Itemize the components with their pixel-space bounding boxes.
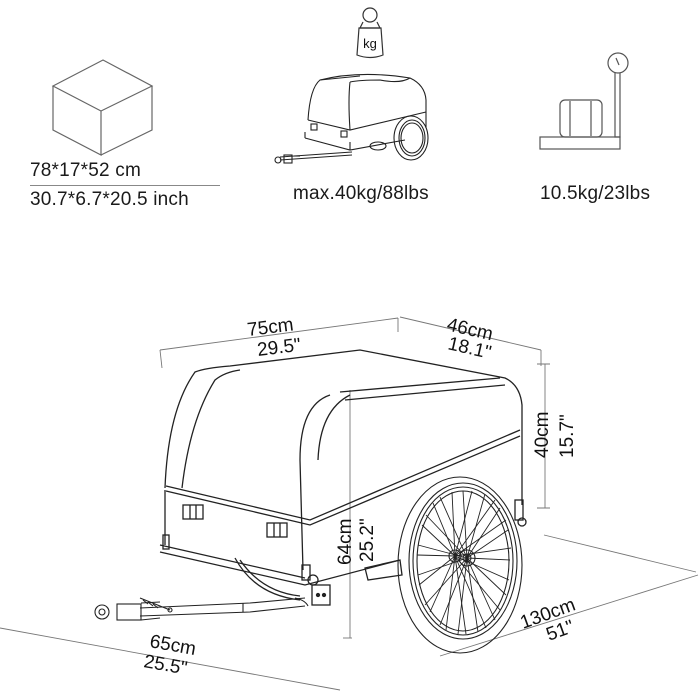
box-height-inch: 15.7" bbox=[557, 414, 578, 458]
trailer-body bbox=[159, 349, 527, 606]
package-size-cm: 78*17*52 cm bbox=[30, 160, 141, 181]
package-size-divider bbox=[30, 185, 220, 186]
box-length-inch: 29.5" bbox=[256, 335, 302, 361]
max-load-panel: kg max.40kg/88lbs bbox=[260, 0, 480, 220]
mini-trailer-icon bbox=[274, 73, 429, 164]
package-size-inch: 30.7*6.7*20.5 inch bbox=[30, 189, 189, 210]
dimension-labels: 75cm 29.5" 46cm 18.1" 40cm 15.7" 64cm 25… bbox=[142, 314, 578, 679]
box-icon bbox=[51, 59, 154, 156]
max-load-label: max.40kg/88lbs bbox=[293, 183, 429, 204]
package-size-panel: 78*17*52 cm 30.7*6.7*20.5 inch bbox=[0, 0, 240, 230]
net-weight-label: 10.5kg/23lbs bbox=[540, 183, 651, 204]
scale-icon bbox=[539, 52, 629, 150]
kg-weight-icon bbox=[356, 7, 384, 59]
total-height-inch: 25.2" bbox=[357, 518, 378, 562]
total-height-cm: 64cm bbox=[335, 519, 356, 565]
kg-badge-text: kg bbox=[363, 36, 377, 51]
wheel bbox=[397, 476, 523, 654]
net-weight-panel: 10.5kg/23lbs bbox=[500, 0, 700, 220]
dimension-lines bbox=[0, 316, 699, 691]
box-height-cm: 40cm bbox=[532, 412, 553, 458]
tow-bar bbox=[94, 597, 309, 621]
